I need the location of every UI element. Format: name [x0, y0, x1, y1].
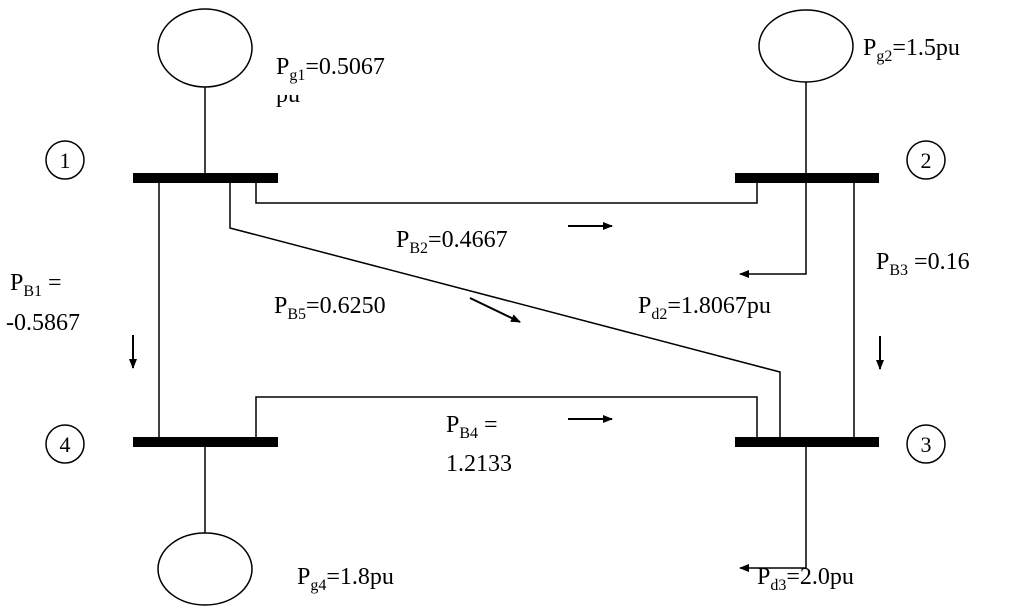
pb3-label: PB3 =0.16	[876, 249, 970, 279]
bus-1-number: 1	[60, 148, 71, 173]
pg1-unit-clip	[270, 88, 330, 95]
line-1-3	[229, 178, 781, 442]
pg1-label: Pg1=0.5067	[276, 54, 385, 84]
bus-4-marker: 4	[45, 424, 85, 464]
pb2-label: PB2=0.4667	[396, 227, 508, 257]
generator-1-symbol	[157, 8, 253, 88]
pg4-label: Pg4=1.8pu	[297, 564, 394, 594]
load-d2-line	[739, 178, 807, 278]
pb1-value: -0.5867	[6, 310, 80, 336]
bus-2-marker: 2	[906, 140, 946, 180]
pb1-label: PB1 =	[10, 270, 62, 300]
bus-2-number: 2	[921, 148, 932, 173]
pg2-label: Pg2=1.5pu	[863, 35, 960, 65]
flow-arrow-b5	[469, 297, 521, 323]
bus-4-number: 4	[60, 432, 71, 457]
line-4-3	[255, 396, 758, 442]
generator-4-symbol	[157, 532, 253, 606]
bus-3-number: 3	[921, 432, 932, 457]
pb5-label: PB5=0.6250	[274, 293, 386, 323]
pd3-label: Pd3=2.0pu	[757, 564, 854, 594]
pd2-label: Pd2=1.8067pu	[638, 293, 771, 323]
bus-1-marker: 1	[45, 140, 85, 180]
line-1-2	[255, 178, 758, 204]
pb4-label: PB4 =	[446, 412, 498, 442]
pb4-value: 1.2133	[446, 451, 512, 477]
bus-3-marker: 3	[906, 424, 946, 464]
load-d3-line	[739, 442, 807, 572]
generator-2-symbol	[758, 9, 854, 83]
